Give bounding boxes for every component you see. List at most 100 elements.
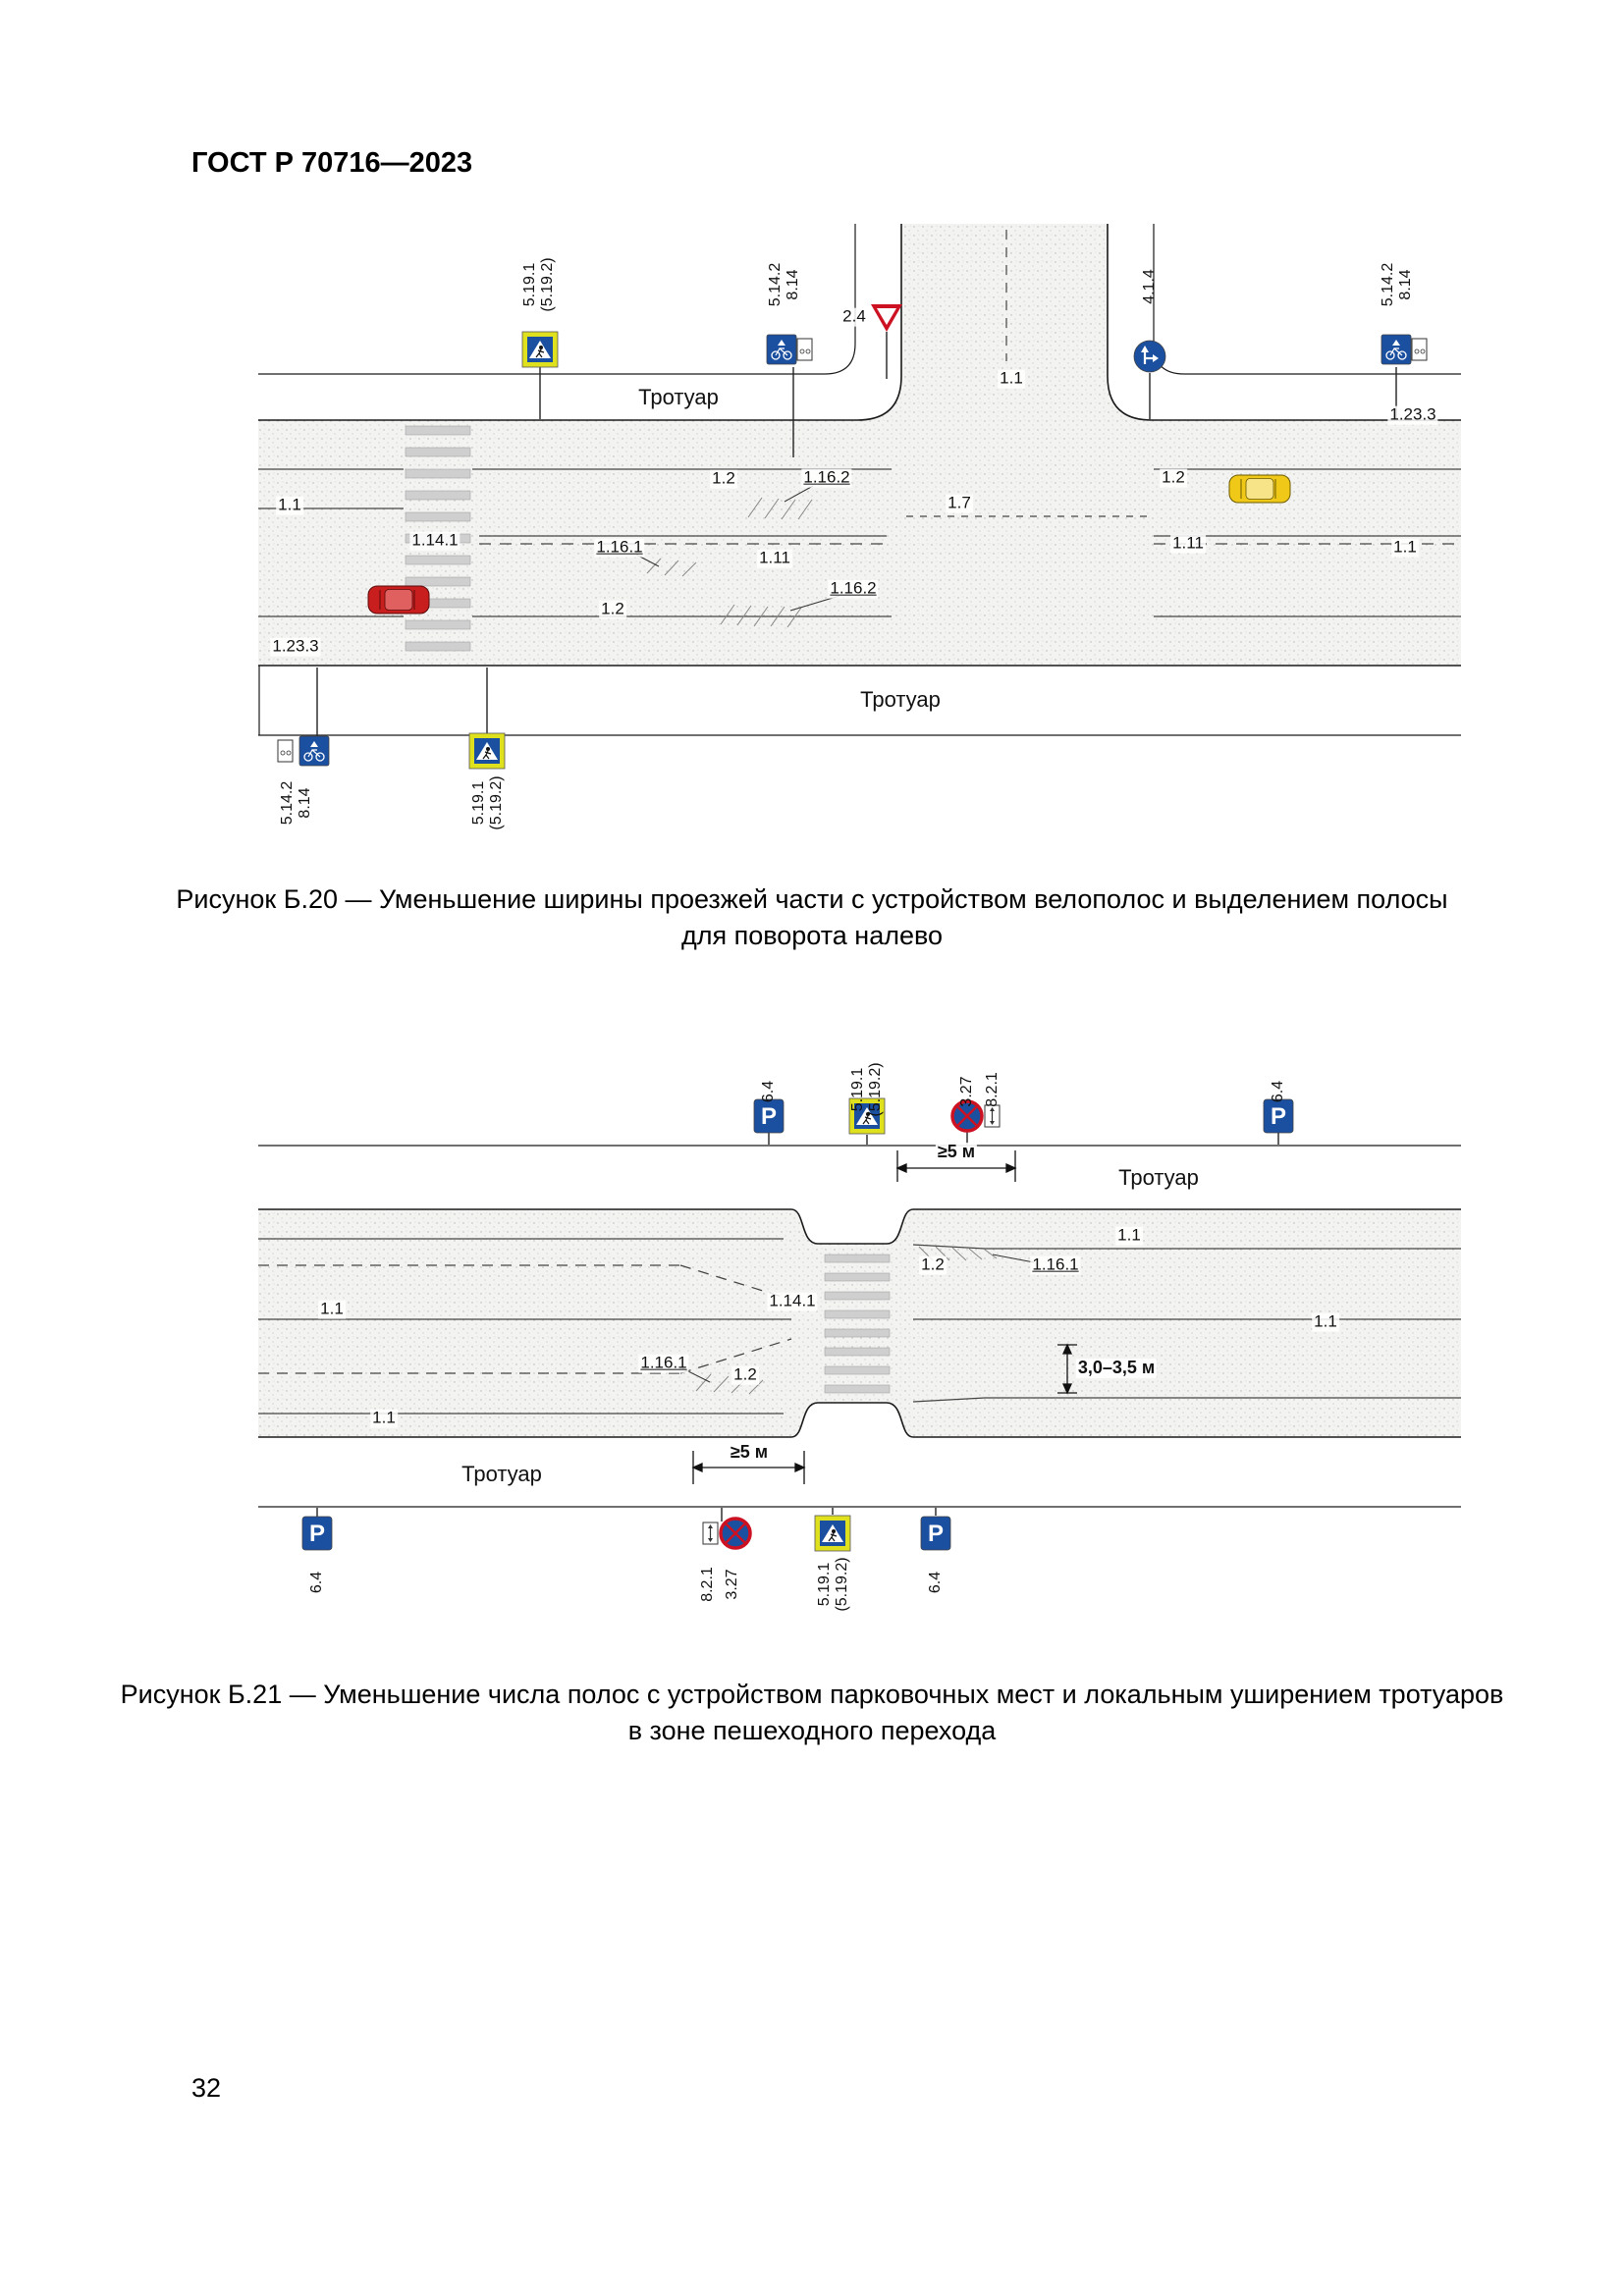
sign-straight-or-right bbox=[1133, 340, 1166, 373]
sign-parking-top-right: P bbox=[1263, 1098, 1294, 1134]
marking-label: 1.2 bbox=[710, 468, 737, 489]
sign-parking-bottom-right: P bbox=[920, 1516, 951, 1551]
marking-label: 1.1 bbox=[1391, 537, 1419, 558]
figure-b20-caption: Рисунок Б.20 — Уменьшение ширины проезже… bbox=[0, 881, 1624, 954]
parking-letter: P bbox=[761, 1103, 777, 1130]
crosswalk-zebra bbox=[405, 425, 471, 652]
sign-code-label: 5.19.1 bbox=[470, 780, 487, 826]
sidewalk-label: Тротуар bbox=[461, 1461, 542, 1486]
sign-code-label: 8.14 bbox=[785, 269, 801, 300]
marking-label: 1.11 bbox=[1170, 533, 1206, 554]
sign-code-label: 5.19.1 bbox=[849, 1067, 866, 1112]
sign-bike-lane-top-left bbox=[766, 334, 813, 365]
marking-label: 1.16.1 bbox=[638, 1353, 689, 1373]
marking-label: 1.23.3 bbox=[270, 636, 321, 657]
hatch-islands bbox=[695, 1246, 998, 1395]
sign-pedestrian-crossing-top bbox=[848, 1097, 886, 1135]
marking-label: 1.1 bbox=[370, 1408, 398, 1428]
figure-b20-drawing bbox=[258, 224, 1461, 770]
sign-code-label: 5.19.1 bbox=[521, 262, 538, 307]
sign-code-label: 6.4 bbox=[760, 1080, 777, 1103]
sign-pedestrian-crossing-bottom bbox=[468, 732, 506, 770]
curb-lines bbox=[258, 224, 1461, 667]
sign-pedestrian-crossing-top bbox=[521, 331, 559, 368]
dimension-lines bbox=[691, 1150, 1077, 1484]
sign-code-label: 5.14.2 bbox=[279, 780, 296, 826]
marking-label: 1.2 bbox=[731, 1364, 759, 1385]
caption-line: Рисунок Б.21 — Уменьшение числа полос с … bbox=[120, 1680, 1504, 1709]
sign-code-label: 2.4 bbox=[840, 306, 868, 327]
marking-label: 1.2 bbox=[599, 599, 626, 619]
figure-b20-diagram: Тротуар Тротуар 1.1 1.1 1.1 1.2 1.2 1.2 … bbox=[258, 224, 1461, 832]
sidewalk-label: Тротуар bbox=[638, 384, 719, 409]
marking-label: 1.16.2 bbox=[801, 467, 852, 488]
curb-lines bbox=[258, 1208, 1461, 1438]
plate-8-14 bbox=[1411, 338, 1428, 361]
sidewalk-label: Тротуар bbox=[1118, 1164, 1199, 1190]
figure-b21-caption: Рисунок Б.21 — Уменьшение числа полос с … bbox=[0, 1677, 1624, 1749]
road-surface bbox=[258, 1209, 1461, 1437]
sign-code-label: 8.14 bbox=[1397, 269, 1414, 300]
sign-no-stopping-top bbox=[950, 1099, 1001, 1133]
marking-label: 1.1 bbox=[1312, 1311, 1339, 1332]
sign-code-label: 8.14 bbox=[297, 787, 313, 819]
sign-code-label: (5.19.2) bbox=[867, 1062, 884, 1117]
marking-label: 1.16.1 bbox=[594, 537, 645, 558]
dimension-label: 3,0–3,5 м bbox=[1075, 1358, 1158, 1378]
sign-code-label: 6.4 bbox=[1270, 1080, 1286, 1103]
crosswalk-zebra bbox=[824, 1254, 891, 1394]
sidewalk-label: Тротуар bbox=[860, 686, 941, 712]
parking-letter: P bbox=[928, 1521, 944, 1547]
caption-line: Рисунок Б.20 — Уменьшение ширины проезже… bbox=[176, 884, 1448, 914]
sidewalk-outer-lines bbox=[258, 1145, 1461, 1508]
sign-bike-lane-top-right bbox=[1380, 334, 1428, 365]
sign-code-label: (5.19.2) bbox=[488, 775, 505, 830]
dimension-label: ≥5 м bbox=[728, 1442, 771, 1463]
sign-code-label: 8.2.1 bbox=[984, 1072, 1001, 1107]
plate-8-14 bbox=[277, 739, 294, 763]
sign-pedestrian-crossing-bottom bbox=[814, 1515, 851, 1552]
sign-code-label: (5.19.2) bbox=[834, 1557, 850, 1612]
sign-no-stopping-bottom bbox=[702, 1517, 752, 1550]
parking-letter: P bbox=[309, 1521, 325, 1547]
marking-label: 1.2 bbox=[919, 1255, 947, 1275]
marking-label: 1.14.1 bbox=[409, 530, 460, 551]
marking-label: 1.1 bbox=[318, 1299, 346, 1319]
sign-code-label: 5.19.1 bbox=[816, 1562, 833, 1607]
plate-8-14 bbox=[796, 338, 813, 361]
marking-label: 1.23.3 bbox=[1387, 404, 1438, 425]
sign-code-label: 5.14.2 bbox=[767, 262, 784, 307]
sign-give-way bbox=[871, 304, 902, 332]
dimension-label: ≥5 м bbox=[935, 1142, 978, 1162]
sign-code-label: 8.2.1 bbox=[699, 1567, 716, 1602]
sign-code-label: 4.1.4 bbox=[1141, 269, 1158, 304]
parking-letter: P bbox=[1271, 1103, 1286, 1130]
marking-label: 1.1 bbox=[1115, 1225, 1143, 1246]
sign-code-label: 3.27 bbox=[724, 1569, 740, 1600]
marking-label: 1.16.1 bbox=[1030, 1255, 1081, 1275]
marking-label: 1.11 bbox=[757, 548, 792, 568]
sign-code-label: 6.4 bbox=[927, 1571, 944, 1594]
figure-b21-diagram: P P P bbox=[258, 1052, 1461, 1622]
marking-label: 1.1 bbox=[276, 495, 303, 515]
car-red bbox=[367, 585, 430, 614]
car-yellow bbox=[1228, 474, 1291, 504]
figure-b21-drawing: P P P bbox=[258, 1097, 1461, 1552]
page-number: 32 bbox=[191, 2073, 222, 2103]
road-surface bbox=[258, 224, 1461, 666]
sign-parking-top-left: P bbox=[753, 1098, 785, 1134]
marking-label: 1.2 bbox=[1160, 467, 1187, 488]
sign-posts bbox=[316, 1131, 1279, 1522]
sign-code-label: 5.14.2 bbox=[1380, 262, 1396, 307]
sign-code-label: 3.27 bbox=[958, 1076, 975, 1107]
hatch-islands bbox=[646, 497, 813, 628]
caption-line: в зоне пешеходного перехода bbox=[627, 1716, 997, 1745]
marking-label: 1.14.1 bbox=[767, 1291, 818, 1311]
marking-label: 1.1 bbox=[998, 368, 1025, 389]
lane-markings bbox=[258, 1238, 1461, 1415]
sign-bike-lane-bottom bbox=[277, 735, 330, 767]
sign-code-label: (5.19.2) bbox=[539, 257, 556, 312]
sign-parking-bottom-left: P bbox=[301, 1516, 333, 1551]
sign-code-label: 6.4 bbox=[308, 1571, 325, 1594]
